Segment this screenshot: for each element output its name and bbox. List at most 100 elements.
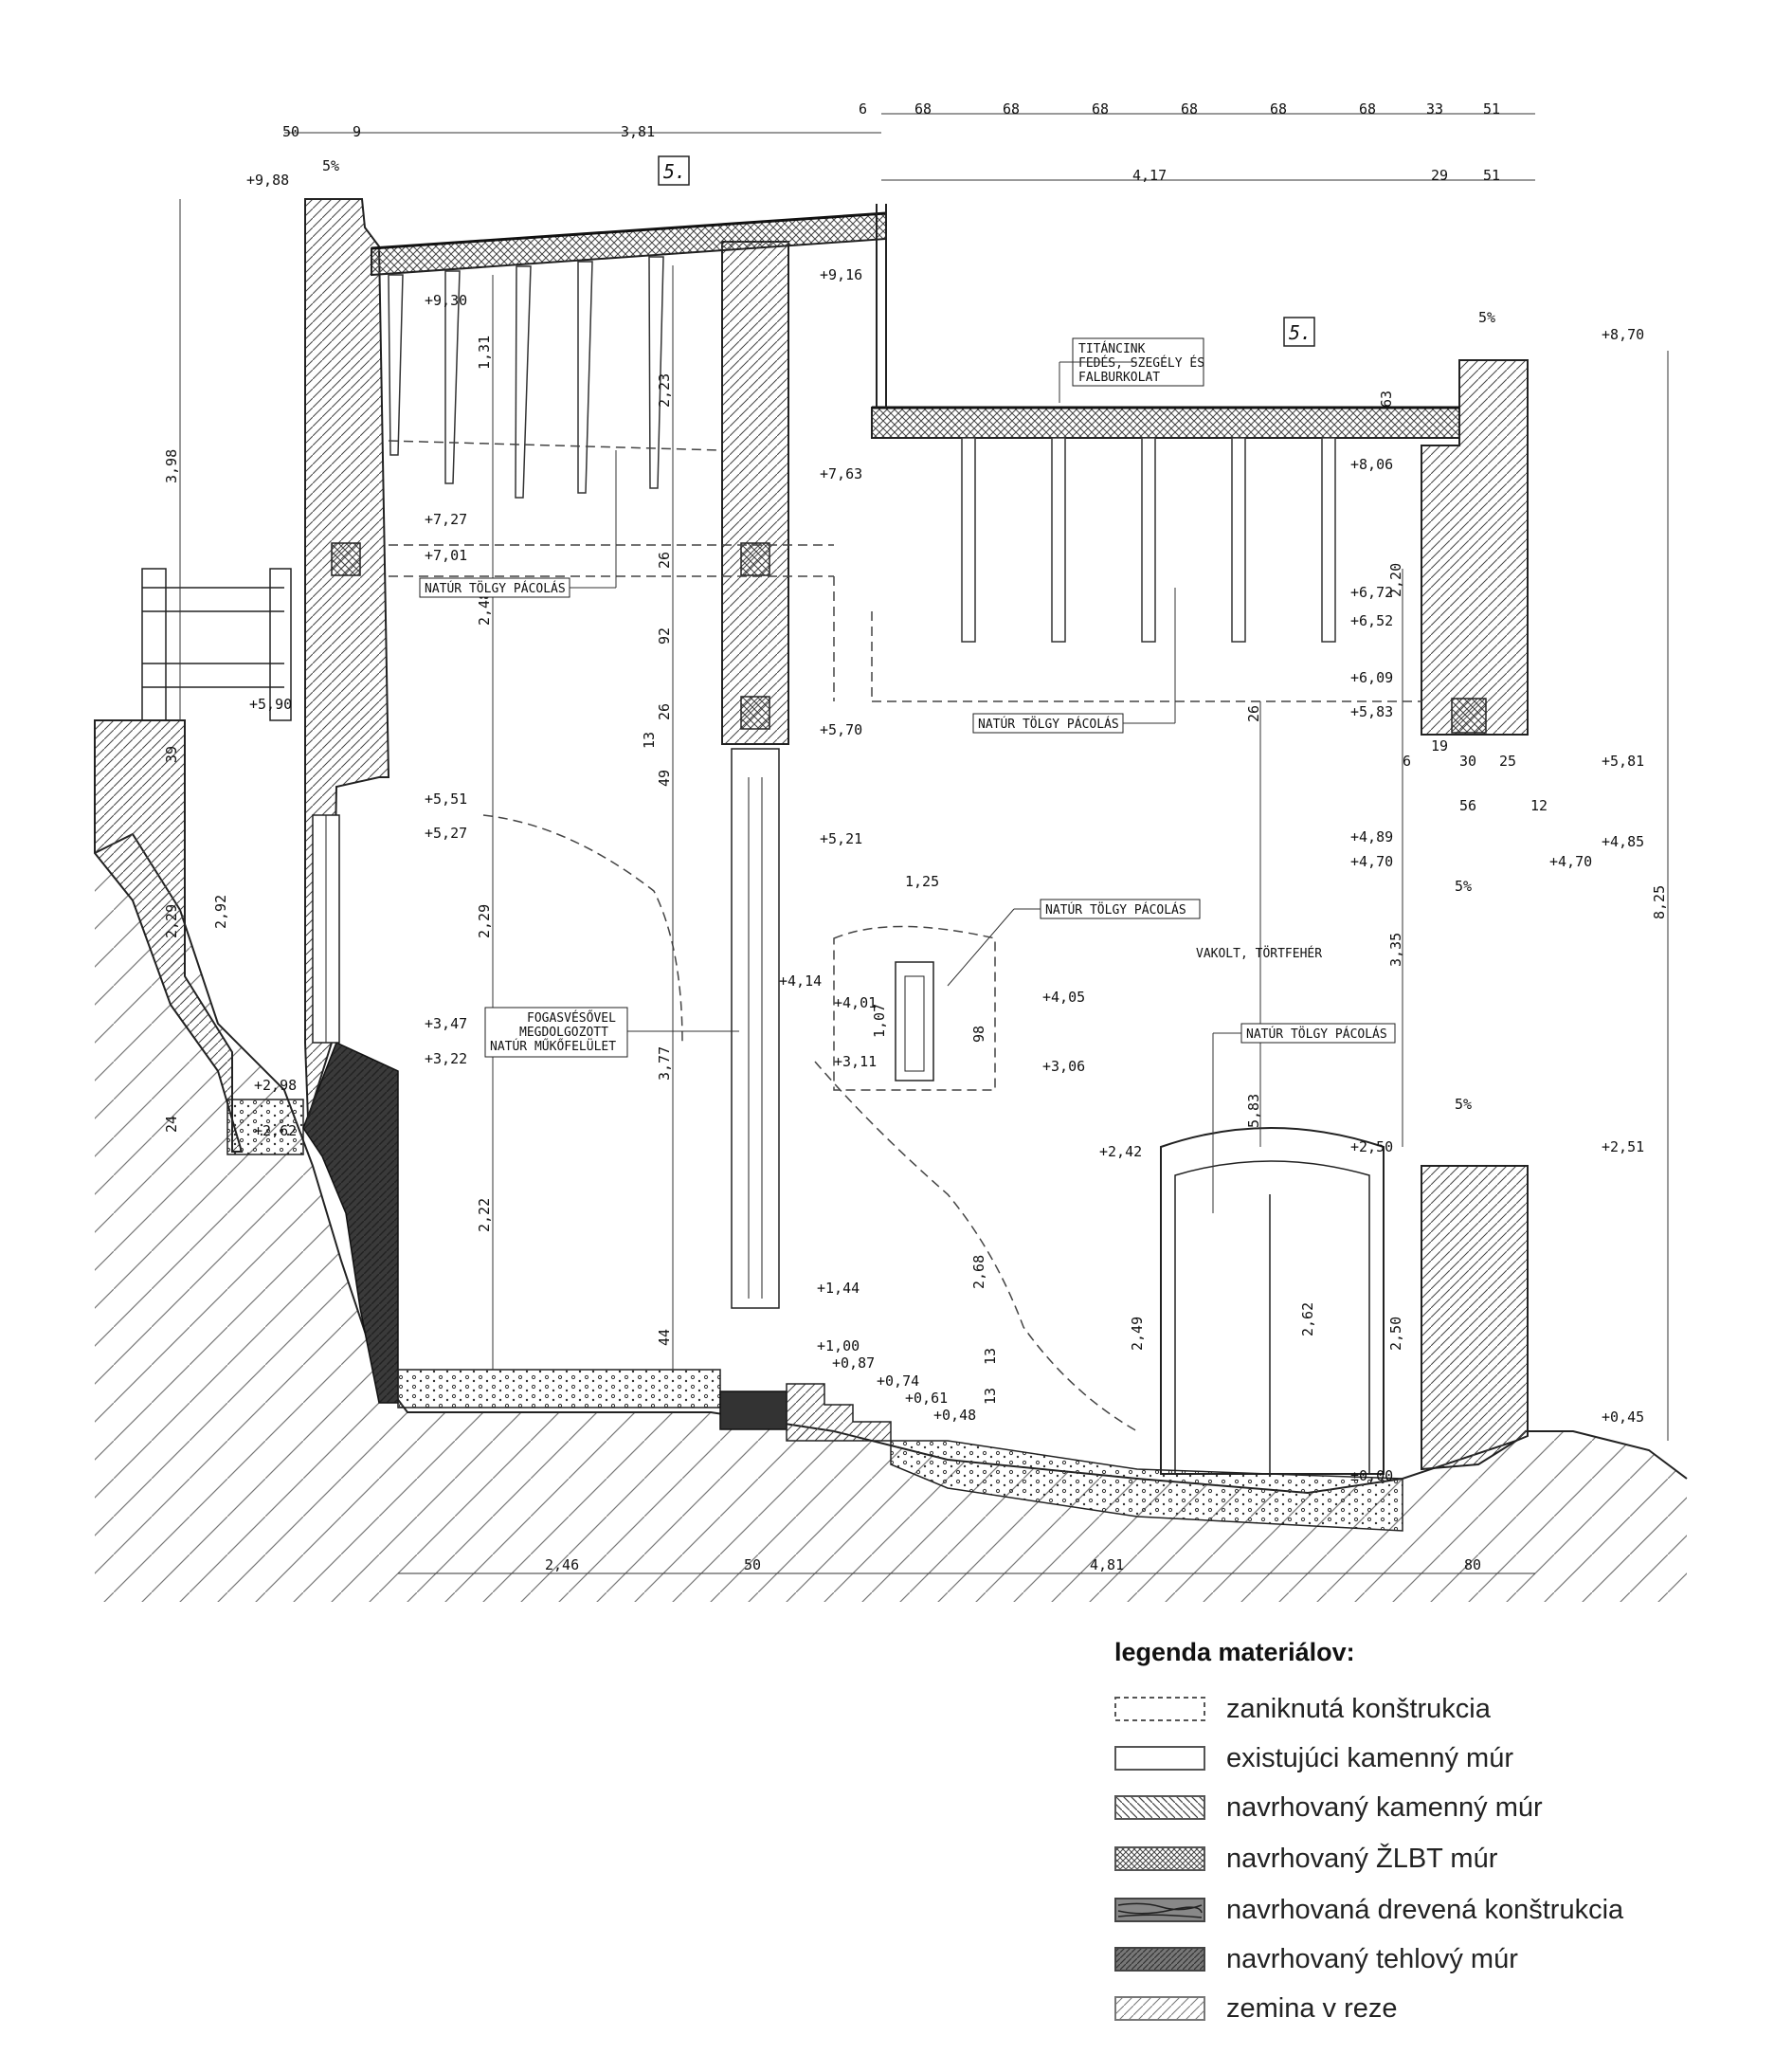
demolished-outlines bbox=[388, 440, 1421, 1432]
slope-3: 5% bbox=[1455, 878, 1472, 895]
door-arch bbox=[1160, 1127, 1385, 1475]
legend-label-concrete: navrhovaný ŽLBT múr bbox=[1226, 1843, 1498, 1874]
brick-wall bbox=[302, 1041, 399, 1404]
section-drawing: 50 9 3,81 6 68 68 68 68 68 68 33 51 4,17… bbox=[94, 100, 1688, 1602]
dim-top-0: 50 bbox=[282, 123, 299, 140]
vdim-5: 92 bbox=[656, 627, 673, 645]
legend-label-existing-stone: existujúci kamenný múr bbox=[1226, 1742, 1513, 1773]
dim-top-4: 68 bbox=[914, 100, 932, 118]
section-mark-1: 5. bbox=[663, 160, 686, 183]
dim-top-9: 68 bbox=[1359, 100, 1376, 118]
level-right-7: +4,89 bbox=[1350, 828, 1393, 845]
vdim-10: 3,77 bbox=[656, 1046, 673, 1081]
vdim-19: 2,68 bbox=[970, 1255, 987, 1289]
legend-label-demolished: zaniknutá konštrukcia bbox=[1226, 1693, 1491, 1724]
left-balcony-floor bbox=[226, 1099, 304, 1155]
dim-top2-0: 4,17 bbox=[1132, 167, 1167, 184]
level-right-16: +0,45 bbox=[1602, 1409, 1644, 1426]
legend-label-brick: navrhovaný tehlový múr bbox=[1226, 1943, 1518, 1974]
level-mid-16: +0,87 bbox=[832, 1354, 875, 1372]
vdim-15: 2,92 bbox=[212, 895, 229, 929]
level-mid-17: +0,74 bbox=[877, 1372, 919, 1390]
vdim-14: 2,29 bbox=[163, 904, 180, 938]
dim-bottom-0: 2,46 bbox=[545, 1556, 579, 1573]
level-right-15: +2,51 bbox=[1602, 1138, 1644, 1155]
level-mid-18: +0,61 bbox=[905, 1390, 948, 1407]
level-right-3: +6,52 bbox=[1350, 612, 1393, 629]
level-mid-8: +5,21 bbox=[820, 830, 862, 847]
vdim-29: 3,35 bbox=[1387, 933, 1404, 967]
legend-swatch-hatch bbox=[1114, 1795, 1205, 1820]
level-right-11: +4,05 bbox=[1042, 989, 1085, 1006]
vdim-23: 2,62 bbox=[1299, 1302, 1316, 1336]
vdim-27: 63 bbox=[1378, 391, 1395, 408]
level-left-0: +9,88 bbox=[246, 172, 289, 189]
lower-roof bbox=[871, 407, 1460, 439]
level-right-6: +5,81 bbox=[1602, 753, 1644, 770]
vdim-2: 2,23 bbox=[656, 373, 673, 408]
dim-top-6: 68 bbox=[1092, 100, 1109, 118]
slope-1: 5% bbox=[322, 157, 339, 174]
legend-label-soil: zemina v reze bbox=[1226, 1992, 1398, 2024]
level-right-0: +8,70 bbox=[1602, 326, 1644, 343]
level-right-9: +4,85 bbox=[1602, 833, 1644, 850]
level-mid-5: +5,70 bbox=[820, 721, 862, 738]
vdim-6: 26 bbox=[656, 703, 673, 720]
level-right-2: +6,72 bbox=[1350, 584, 1393, 601]
upper-rafters bbox=[388, 256, 664, 499]
vdim-13: 39 bbox=[163, 746, 180, 763]
left-balcony-railing bbox=[141, 568, 292, 721]
note-fogas-1: MEGDOLGOZOTT bbox=[519, 1026, 608, 1040]
hdim-5: 56 bbox=[1459, 797, 1476, 814]
dim-top2-2: 51 bbox=[1483, 167, 1500, 184]
level-mid-15: +1,00 bbox=[817, 1337, 860, 1354]
vdim-9: 2,29 bbox=[476, 904, 493, 938]
level-right-13: +2,42 bbox=[1099, 1143, 1142, 1160]
level-right-1: +8,06 bbox=[1350, 456, 1393, 473]
level-mid-19: +0,48 bbox=[933, 1407, 976, 1424]
vdim-3: 2,48 bbox=[476, 591, 493, 626]
dim-top2-1: 29 bbox=[1431, 167, 1448, 184]
level-mid-1: +9,16 bbox=[820, 266, 862, 283]
dim-bottom-2: 4,81 bbox=[1090, 1556, 1124, 1573]
legend-item-demolished: zaniknutá konštrukcia bbox=[1114, 1693, 1491, 1725]
vdim-28: 2,20 bbox=[1387, 563, 1404, 597]
right-wall-lower bbox=[1421, 1165, 1529, 1471]
right-wall-upper bbox=[1421, 359, 1529, 736]
vdim-30: 8,25 bbox=[1651, 885, 1668, 919]
dim-top-10: 33 bbox=[1426, 100, 1443, 118]
vdim-26: 26 bbox=[1245, 705, 1262, 722]
note-vakolt: VAKOLT, TÖRTFEHÉR bbox=[1196, 945, 1322, 961]
slope-4: 5% bbox=[1455, 1096, 1472, 1113]
middle-window bbox=[731, 748, 780, 1309]
level-mid-4: +7,01 bbox=[425, 547, 467, 564]
level-mid-14: +1,44 bbox=[817, 1280, 860, 1297]
note-tolgy-3: NATÚR TÖLGY PÁCOLÁS bbox=[1045, 901, 1186, 918]
level-mid-0: +9,30 bbox=[425, 292, 467, 309]
note-titancink-1: FEDÉS, SZEGÉLY ÉS bbox=[1078, 355, 1204, 371]
level-mid-11: +3,47 bbox=[425, 1015, 467, 1032]
slope-2: 5% bbox=[1478, 309, 1495, 326]
level-mid-12: +3,22 bbox=[425, 1050, 467, 1067]
left-beam-socket bbox=[331, 542, 361, 576]
vdim-21: 13 bbox=[982, 1388, 999, 1405]
level-mid-13: +3,11 bbox=[834, 1053, 877, 1070]
small-window-arch bbox=[833, 925, 996, 1091]
dim-top-7: 68 bbox=[1181, 100, 1198, 118]
note-tolgy-2: NATÚR TÖLGY PÁCOLÁS bbox=[978, 716, 1119, 732]
level-right-10: +4,70 bbox=[1549, 853, 1592, 870]
vdim-0: 3,98 bbox=[163, 449, 180, 483]
legend-swatch-crosshatch bbox=[1114, 1846, 1205, 1871]
hdim-3: 25 bbox=[1499, 753, 1516, 770]
dim-top-2: 3,81 bbox=[621, 123, 655, 140]
dim-top-8: 68 bbox=[1270, 100, 1287, 118]
floor-steps bbox=[786, 1383, 892, 1442]
dim-top-3: 6 bbox=[859, 100, 867, 118]
legend-swatch-brick bbox=[1114, 1947, 1205, 1972]
level-left-1: +5,90 bbox=[249, 696, 292, 713]
legend-item-soil: zemina v reze bbox=[1114, 1992, 1398, 2025]
level-mid-6: +5,51 bbox=[425, 791, 467, 808]
level-right-8: +4,70 bbox=[1350, 853, 1393, 870]
legend-label-wood: navrhovaná drevená konštrukcia bbox=[1226, 1894, 1624, 1925]
level-right-5: +5,83 bbox=[1350, 703, 1393, 720]
